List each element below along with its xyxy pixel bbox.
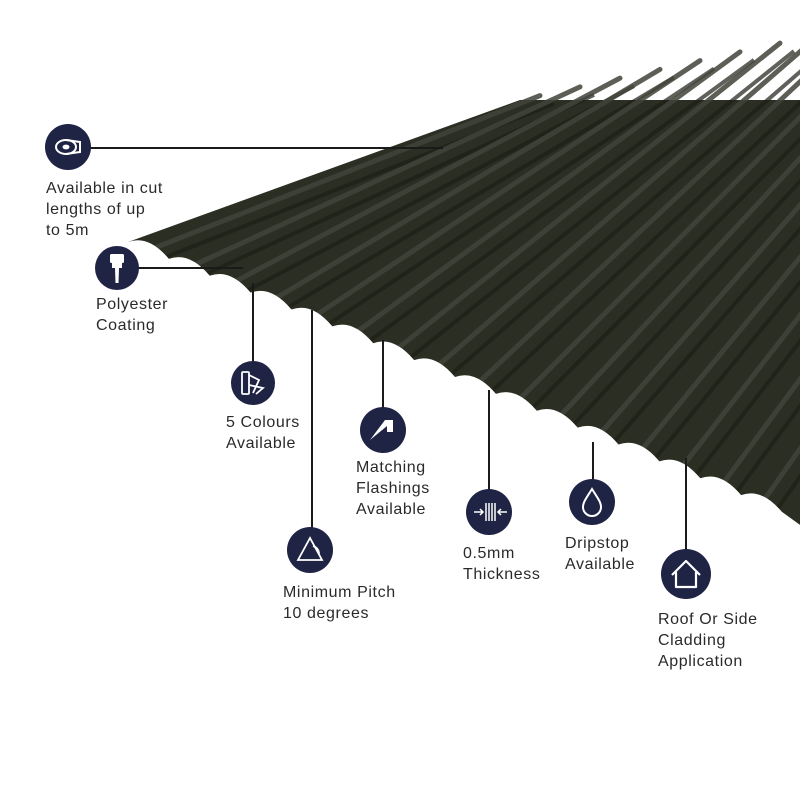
label-line: lengths of up xyxy=(46,201,146,218)
label-line: Available xyxy=(356,501,427,518)
label-line: Polyester xyxy=(96,296,169,313)
sheet-ridge xyxy=(350,49,743,338)
label-line: Coating xyxy=(96,317,156,334)
label-line: Available xyxy=(226,435,297,452)
sheet-ridge xyxy=(268,66,663,304)
feature-label-colours: 5 Colours Available xyxy=(226,412,300,454)
label-line: Thickness xyxy=(463,566,541,583)
sheet-trough xyxy=(488,100,800,395)
tape-measure-icon xyxy=(45,124,91,170)
sheet-trough xyxy=(651,279,800,463)
label-line: Application xyxy=(658,653,743,670)
sheet-ridge xyxy=(677,311,800,473)
colour-swatch-icon xyxy=(231,361,275,405)
sheet-ridge xyxy=(718,375,800,490)
sheet-front-edge xyxy=(0,240,800,800)
label-line: Cladding xyxy=(658,632,726,649)
sheet-ridge xyxy=(391,40,783,355)
flashing-icon xyxy=(360,407,406,453)
label-line: Flashings xyxy=(356,480,430,497)
sheet-ridge xyxy=(513,113,800,405)
feature-label-cladding: Roof Or Side Cladding Application xyxy=(658,609,758,672)
sheet-trough xyxy=(692,338,800,480)
sheet-trough xyxy=(528,136,800,412)
sheet-ridge xyxy=(595,201,800,439)
sheet-trough xyxy=(569,178,800,429)
sheet-ridge xyxy=(186,84,583,270)
water-drop-icon xyxy=(569,479,615,525)
thickness-icon xyxy=(466,489,512,535)
feature-badges xyxy=(45,124,711,599)
sheet-ridge xyxy=(309,58,703,321)
sheet-ridge xyxy=(432,48,800,372)
sheet-ridge xyxy=(227,75,623,287)
sheet-trough xyxy=(447,69,800,379)
label-line: 0.5mm xyxy=(463,545,515,562)
feature-label-flashings: Matching Flashings Available xyxy=(356,457,430,520)
label-line: 10 degrees xyxy=(283,605,370,622)
feature-label-polyester-coating: Polyester Coating xyxy=(96,294,168,336)
label-line: Matching xyxy=(356,459,426,476)
sheet-ridge xyxy=(145,93,543,253)
label-line: Available in cut xyxy=(46,180,163,197)
pitch-angle-icon xyxy=(287,527,333,573)
sheet-trough xyxy=(610,226,800,446)
house-icon xyxy=(661,549,711,599)
paint-brush-icon xyxy=(95,246,139,290)
sheet-ridges xyxy=(145,40,800,513)
sheet-ridge xyxy=(472,78,800,388)
leader-lines xyxy=(90,147,687,550)
sheet-trough xyxy=(284,75,676,311)
label-line: Available xyxy=(565,556,636,573)
label-line: Dripstop xyxy=(565,535,630,552)
label-line: 5 Colours xyxy=(226,414,300,431)
feature-label-minimum-pitch: Minimum Pitch 10 degrees xyxy=(283,582,396,624)
feature-label-thickness: 0.5mm Thickness xyxy=(463,543,540,585)
feature-label-dripstop: Dripstop Available xyxy=(565,533,635,575)
sheet-trough xyxy=(406,49,796,362)
sheet-trough xyxy=(733,402,800,496)
label-line: Minimum Pitch xyxy=(283,584,396,601)
sheet-trough xyxy=(243,84,635,294)
label-line: to 5m xyxy=(46,222,90,239)
sheet-trough xyxy=(324,66,716,328)
sheet-trough xyxy=(365,58,756,345)
sheet-ridge xyxy=(554,154,800,422)
sheet-ridge xyxy=(636,253,800,456)
feature-label-cut-lengths: Available in cut lengths of up to 5m xyxy=(46,178,163,241)
label-line: Roof Or Side xyxy=(658,611,758,628)
